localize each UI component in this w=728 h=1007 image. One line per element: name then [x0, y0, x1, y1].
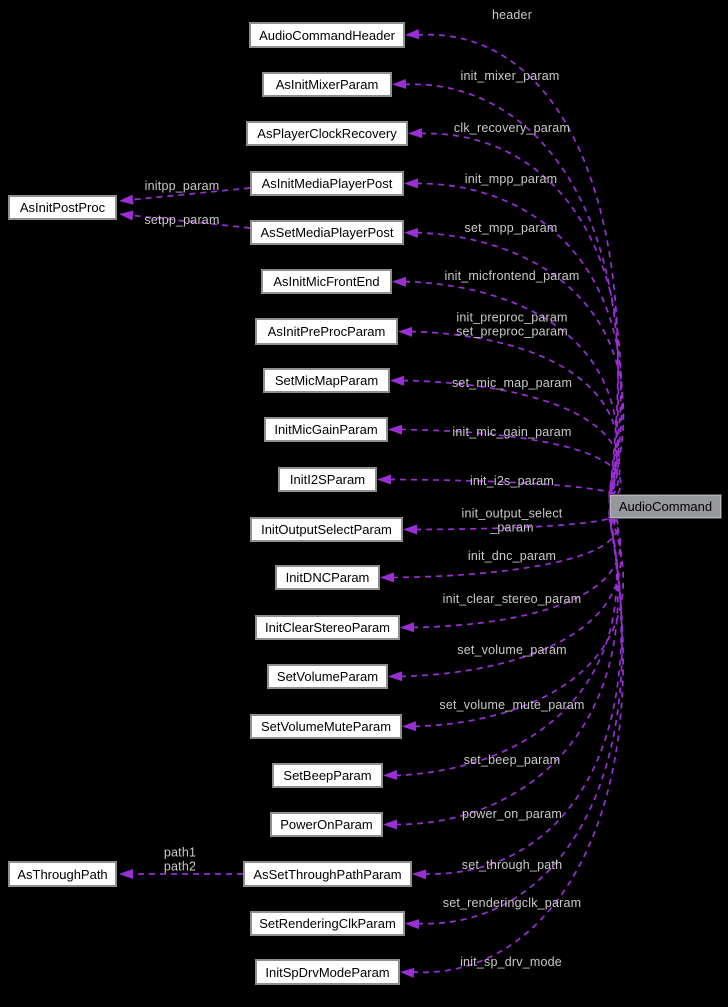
arrowhead-init-sp-drv-mode — [400, 967, 415, 978]
edge-init-micfrontend-param — [403, 280, 619, 502]
edge-label-initpp-param: initpp_param — [144, 178, 220, 193]
edge-label-init-output-select: init_output_select _param — [461, 506, 563, 535]
edge-power-on-param — [394, 513, 619, 826]
arrowhead-setpp-param — [119, 210, 134, 221]
arrowhead-set-mic-map-param — [390, 375, 405, 386]
node-setbeepparam[interactable]: SetBeepParam — [272, 763, 383, 788]
edge-init-sp-drv-mode — [411, 516, 624, 974]
node-poweronparam[interactable]: PowerOnParam — [270, 812, 383, 837]
node-asinitpostproc[interactable]: AsInitPostProc — [8, 195, 117, 220]
edge-init-dnc-param — [391, 507, 619, 579]
edge-label-init-mpp-param: init_mpp_param — [464, 171, 558, 186]
node-asplayerclockrecovery[interactable]: AsPlayerClockRecovery — [246, 121, 408, 146]
edge-label-header: header — [491, 7, 533, 22]
edge-set-mic-map-param — [401, 379, 621, 505]
node-setvolumeparam[interactable]: SetVolumeParam — [267, 664, 388, 689]
edge-label-set-volume-param: set_volume_param — [457, 642, 567, 657]
arrowhead-init-mic-gain-param — [388, 424, 403, 435]
arrowhead-set-volume-param — [388, 671, 403, 682]
node-audiocommand[interactable]: AudioCommand — [609, 494, 722, 519]
edge-label-init-preproc-param: init_preproc_param set_preproc_param — [456, 310, 568, 339]
arrowhead-clk-recovery-param — [408, 128, 423, 139]
edge-label-set-through-path: set_through_path — [461, 857, 563, 872]
node-setmicmapparam[interactable]: SetMicMapParam — [263, 368, 390, 393]
arrowhead-power-on-param — [383, 819, 398, 830]
node-initdncparam[interactable]: InitDNCParam — [275, 565, 380, 590]
node-assetmediaplayerpost[interactable]: AsSetMediaPlayerPost — [250, 220, 404, 245]
node-asinitpreprocparam[interactable]: AsInitPreProcParam — [255, 318, 398, 345]
edge-label-init-dnc-param: init_dnc_param — [467, 548, 557, 563]
node-initclearstereoparam[interactable]: InitClearStereoParam — [255, 615, 400, 640]
edge-label-clk-recovery-param: clk_recovery_param — [453, 120, 571, 135]
edge-label-init-mixer-param: init_mixer_param — [460, 68, 560, 83]
arrowhead-init-output-select — [403, 524, 418, 535]
node-initspdrvmodeparam[interactable]: InitSpDrvModeParam — [255, 959, 400, 985]
arrowhead-init-mpp-param — [404, 178, 419, 189]
node-audiocommandheader[interactable]: AudioCommandHeader — [249, 22, 405, 48]
edge-label-set-mpp-param: set_mpp_param — [464, 220, 558, 235]
arrowhead-init-preproc-param — [398, 326, 413, 337]
edge-label-path1: path1 path2 — [163, 845, 197, 874]
node-asinitmediaplayerpost[interactable]: AsInitMediaPlayerPost — [250, 171, 404, 196]
edge-label-power-on-param: power_on_param — [461, 806, 563, 821]
edge-label-setpp-param: setpp_param — [144, 212, 220, 227]
arrowhead-set-through-path — [412, 869, 427, 880]
node-asinitmicfrontend[interactable]: AsInitMicFrontEnd — [261, 269, 392, 294]
arrowhead-set-mpp-param — [404, 228, 419, 238]
edge-initpp-param — [131, 187, 251, 201]
node-asinitmixerparam[interactable]: AsInitMixerParam — [262, 72, 392, 97]
arrowhead-path1 — [119, 869, 133, 879]
arrowhead-init-clear-stereo-param — [400, 622, 415, 633]
edge-init-mic-gain-param — [399, 428, 622, 506]
arrowhead-init-mixer-param — [392, 78, 407, 89]
node-initi2sparam[interactable]: InitI2SParam — [278, 467, 377, 492]
arrowhead-init-dnc-param — [380, 572, 395, 583]
edge-label-init-i2s-param: init_i2s_param — [469, 473, 555, 488]
edge-header — [416, 33, 619, 497]
node-initmicgainparam[interactable]: InitMicGainParam — [264, 417, 388, 442]
edge-init-mixer-param — [403, 83, 620, 498]
edge-setpp-param — [131, 214, 251, 229]
arrowhead-header — [405, 29, 420, 40]
arrowhead-set-renderingclk-param — [405, 919, 420, 930]
edge-label-set-beep-param: set_beep_param — [463, 752, 561, 767]
edge-set-renderingclk-param — [416, 515, 623, 925]
edge-label-init-clear-stereo-param: init_clear_stereo_param — [442, 591, 582, 606]
edge-init-mpp-param — [415, 182, 623, 500]
edge-label-set-mic-map-param: set_mic_map_param — [451, 375, 573, 390]
node-asthroughpath[interactable]: AsThroughPath — [8, 861, 117, 887]
edge-label-init-mic-gain-param: init_mic_gain_param — [452, 424, 572, 439]
edge-set-mpp-param — [415, 231, 625, 501]
edge-label-init-sp-drv-mode: init_sp_drv_mode — [460, 954, 562, 969]
arrowhead-set-volume-mute-param — [402, 721, 417, 732]
arrowhead-init-i2s-param — [377, 474, 392, 485]
edge-label-set-volume-mute-param: set_volume_mute_param — [439, 697, 585, 712]
node-initoutputselectparam[interactable]: InitOutputSelectParam — [250, 517, 403, 542]
arrowhead-init-micfrontend-param — [392, 276, 407, 287]
node-setrenderingclkparam[interactable]: SetRenderingClkParam — [250, 911, 405, 936]
edge-label-init-micfrontend-param: init_micfrontend_param — [444, 268, 580, 283]
arrowhead-initpp-param — [119, 194, 134, 205]
node-assetthroughpathparam[interactable]: AsSetThroughPathParam — [243, 861, 412, 887]
edge-clk-recovery-param — [419, 132, 622, 499]
edge-label-set-renderingclk-param: set_renderingclk_param — [442, 895, 582, 910]
edge-set-volume-mute-param — [413, 511, 625, 728]
node-setvolumemuteparam[interactable]: SetVolumeMuteParam — [250, 714, 402, 739]
arrowhead-set-beep-param — [383, 770, 398, 781]
